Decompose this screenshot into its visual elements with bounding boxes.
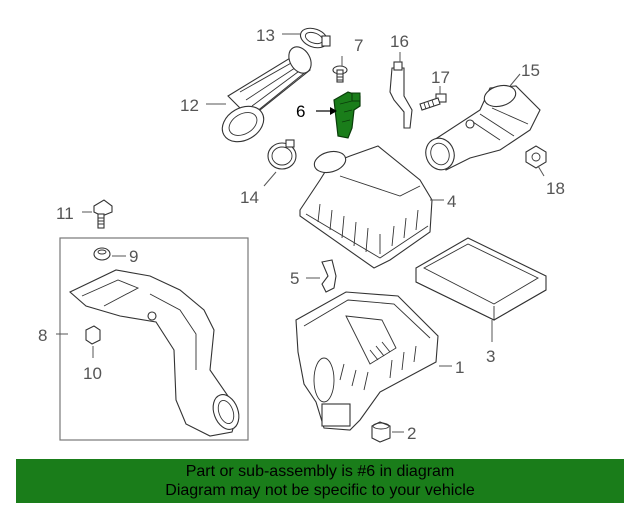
- callout-14: 14: [240, 188, 259, 207]
- callout-2: 2: [407, 424, 416, 443]
- callout-16: 16: [390, 32, 409, 51]
- callout-4: 4: [447, 192, 456, 211]
- part-10-nut[interactable]: [85, 325, 101, 345]
- part-6-sensor[interactable]: [333, 91, 361, 139]
- callout-15: 15: [521, 61, 540, 80]
- part-3-filter[interactable]: [415, 237, 547, 321]
- part-17-bolt[interactable]: [419, 93, 447, 111]
- part-12-intake-hose[interactable]: [216, 43, 316, 149]
- part-1-air-cleaner-box[interactable]: [295, 291, 439, 431]
- arrowhead: [330, 107, 337, 115]
- part-8-resonator-duct[interactable]: [69, 269, 243, 437]
- banner-line-2: Diagram may not be specific to your vehi…: [165, 482, 475, 499]
- callout-5: 5: [290, 269, 299, 288]
- callout-10: 10: [83, 364, 102, 383]
- part-7-screw[interactable]: [332, 65, 348, 83]
- part-16-bracket[interactable]: [389, 61, 413, 129]
- part-15-intake-duct[interactable]: [421, 82, 541, 174]
- info-banner: Part or sub-assembly is #6 in diagram Di…: [16, 459, 624, 503]
- callout-7: 7: [354, 36, 363, 55]
- inset-box: [59, 237, 249, 441]
- callout-17: 17: [431, 68, 450, 87]
- callout-11: 11: [56, 204, 74, 223]
- callout-13: 13: [256, 26, 275, 45]
- part-11-bolt[interactable]: [93, 199, 113, 229]
- callout-18: 18: [546, 179, 565, 198]
- leader-lines: [56, 33, 545, 433]
- callout-1: 1: [455, 358, 464, 377]
- banner-line-1: Part or sub-assembly is #6 in diagram: [185, 463, 455, 480]
- part-14-hose-clamp[interactable]: [267, 139, 297, 170]
- callout-8: 8: [38, 326, 47, 345]
- part-5-clip[interactable]: [321, 259, 337, 293]
- part-13-hose-clamp[interactable]: [298, 25, 331, 51]
- part-4-air-cleaner-cover[interactable]: [299, 145, 433, 269]
- callout-9: 9: [129, 247, 138, 266]
- part-2-grommet[interactable]: [371, 421, 391, 443]
- part-18-grommet[interactable]: [525, 145, 547, 169]
- callout-6: 6: [296, 102, 305, 121]
- callout-3: 3: [486, 347, 495, 366]
- callout-12: 12: [180, 96, 199, 115]
- part-9-grommet[interactable]: [93, 247, 111, 261]
